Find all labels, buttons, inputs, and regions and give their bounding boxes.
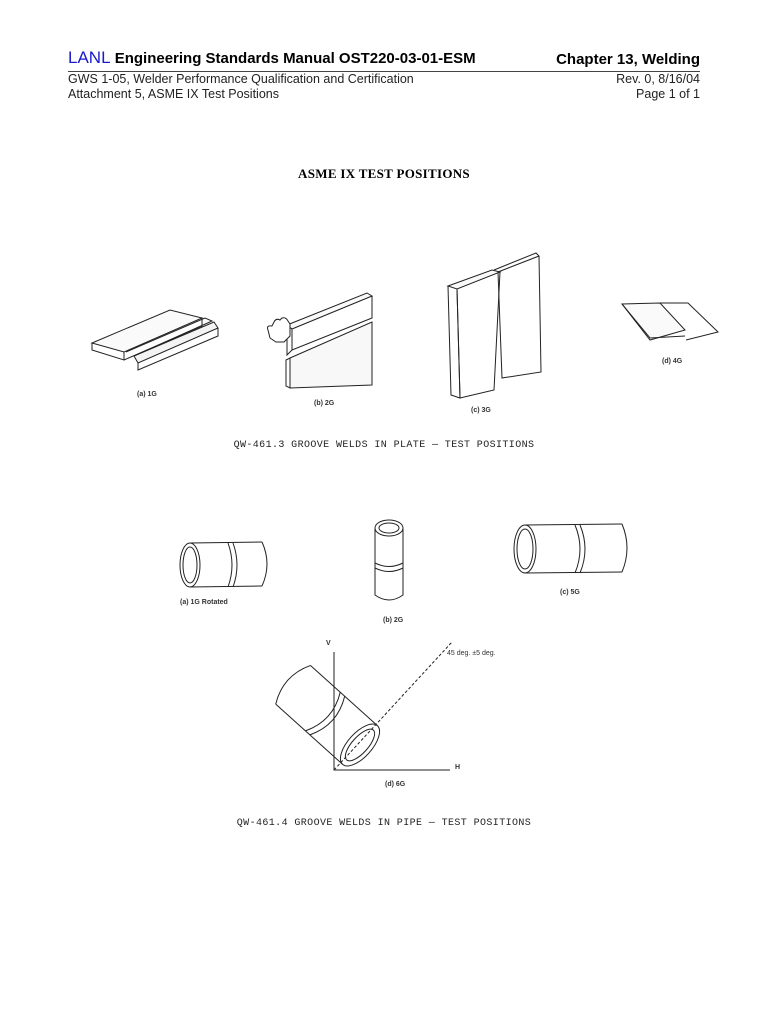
page-header: LANL Engineering Standards Manual OST220…: [68, 48, 700, 102]
pipe-5g-figure: [513, 523, 628, 574]
pipe-1g-label: (a) 1G Rotated: [180, 599, 228, 606]
plate-4g-label: (d) 4G: [662, 358, 683, 365]
section-title: GWS 1-05, Welder Performance Qualificati…: [68, 72, 414, 86]
pipe-6g-label: (d) 6G: [385, 781, 406, 788]
plate-caption: QW-461.3 GROOVE WELDS IN PLATE — TEST PO…: [233, 440, 535, 451]
plate-1g-label: (a) 1G: [137, 391, 157, 398]
pipe-5g-label: (c) 5G: [560, 589, 580, 596]
pipe-caption: QW-461.4 GROOVE WELDS IN PIPE — TEST POS…: [236, 818, 532, 829]
pipe-1g-figure: [179, 541, 268, 588]
plate-3g-figure: [446, 252, 542, 399]
pipe-6g-figure: [275, 641, 453, 771]
org-name: LANL: [68, 48, 111, 67]
attachment-title: Attachment 5, ASME IX Test Positions: [68, 87, 279, 101]
header-rule: [68, 71, 700, 72]
manual-title: LANL Engineering Standards Manual OST220…: [68, 48, 476, 67]
angle-note: 45 deg. ±5 deg.: [447, 650, 496, 657]
pipe-2g-figure: [374, 519, 404, 601]
plate-2g-figure: [285, 292, 374, 389]
pipe-2g-label: (b) 2G: [383, 617, 404, 624]
revision: Rev. 0, 8/16/04: [616, 72, 700, 86]
chapter-title: Chapter 13, Welding: [556, 51, 700, 68]
plate-3g-label: (c) 3G: [471, 407, 491, 414]
page-title: ASME IX TEST POSITIONS: [298, 166, 470, 181]
plate-2g-label: (b) 2G: [314, 400, 335, 407]
axis-h-label: H: [455, 764, 461, 771]
plate-1g-figure: [90, 309, 219, 371]
axis-v-label: V: [326, 640, 331, 647]
page-number: Page 1 of 1: [636, 87, 700, 101]
plate-4g-figure: [620, 302, 719, 341]
hand-cursor-icon: [267, 317, 291, 343]
